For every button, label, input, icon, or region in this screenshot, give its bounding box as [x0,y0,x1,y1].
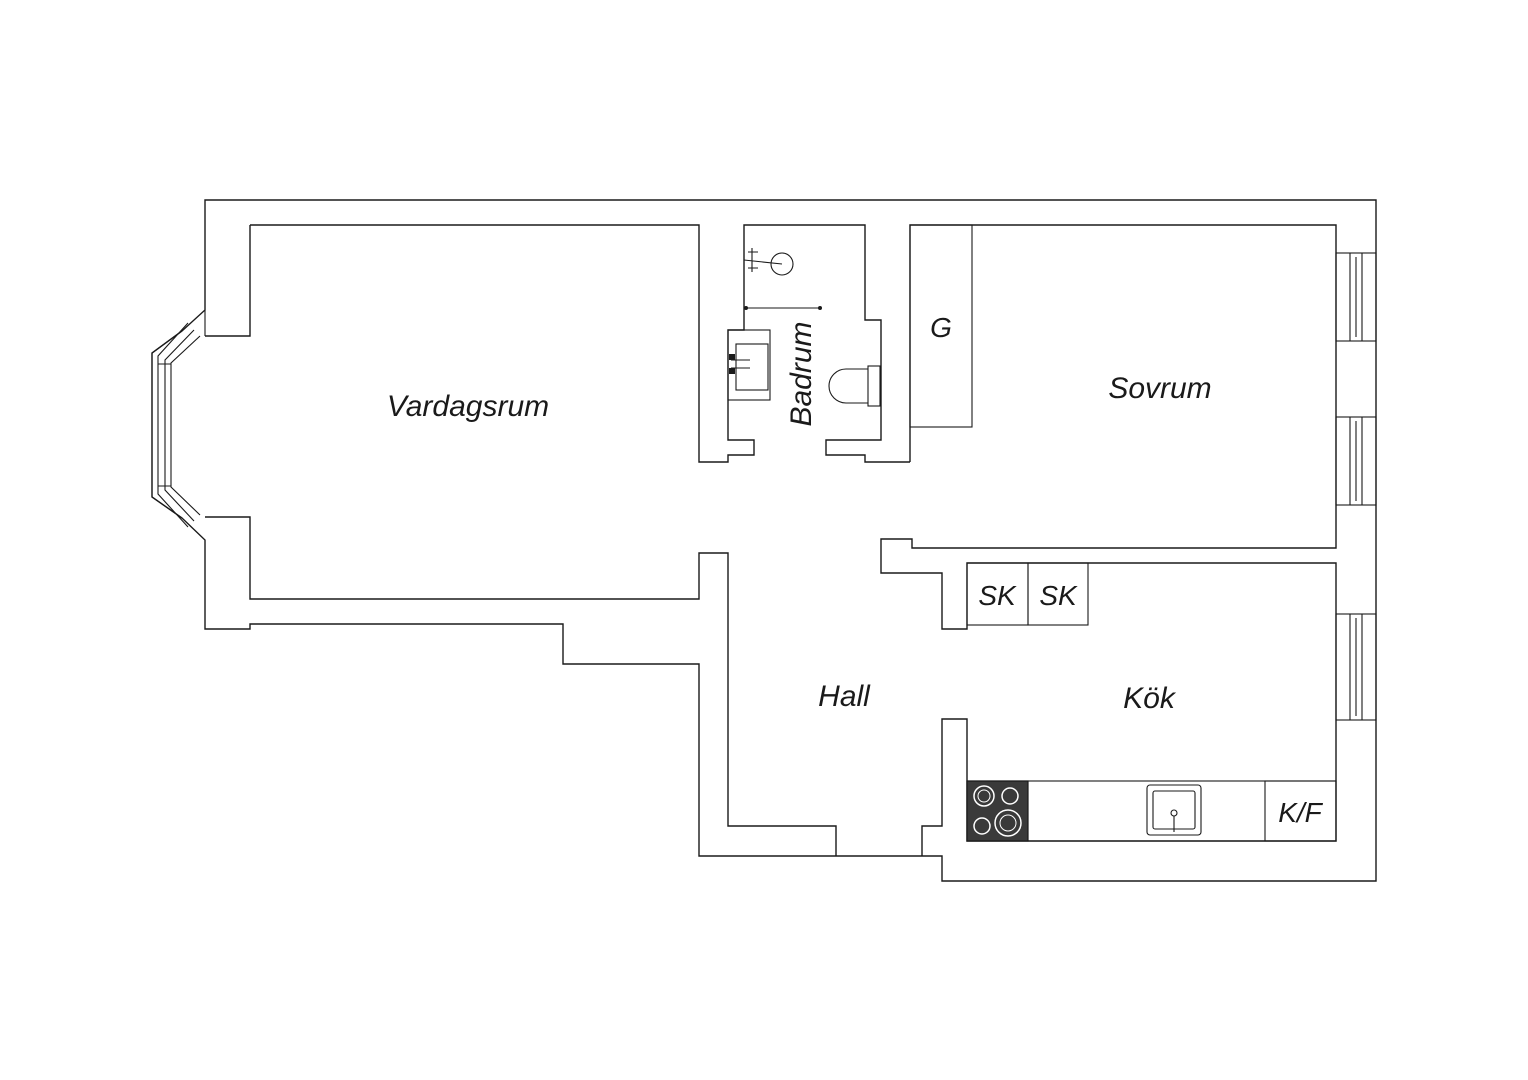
fridge-freezer-label: K/F [1278,797,1323,828]
room-label-kok: Kök [1123,682,1177,715]
wardrobe-g-label: G [930,312,952,343]
vardagsrum-walls [250,224,910,463]
room-label-sovrum: Sovrum [1108,372,1211,405]
vardagsrum-room-edge [205,225,968,856]
fridge-freezer [1264,780,1337,842]
outer-wall [151,199,1377,882]
room-label-hall: Hall [818,680,871,713]
window-icon [1335,613,1377,721]
toilet-icon [828,365,881,407]
room-label-badrum: Badrum [785,321,818,426]
room-label-vardagsrum: Vardagsrum [387,390,549,423]
window-icon [1335,252,1377,342]
window-icon [1335,416,1377,506]
kitchen-sink-icon [1146,784,1202,836]
stove-icon [966,780,1029,842]
closet-1-label: SK [978,580,1017,611]
closet-2-label: SK [1039,580,1078,611]
closet-2 [1027,562,1089,626]
washbasin-icon [727,329,771,401]
shower-icon [743,248,822,310]
wardrobe-g [909,224,973,428]
bay-window-icon [151,310,206,528]
